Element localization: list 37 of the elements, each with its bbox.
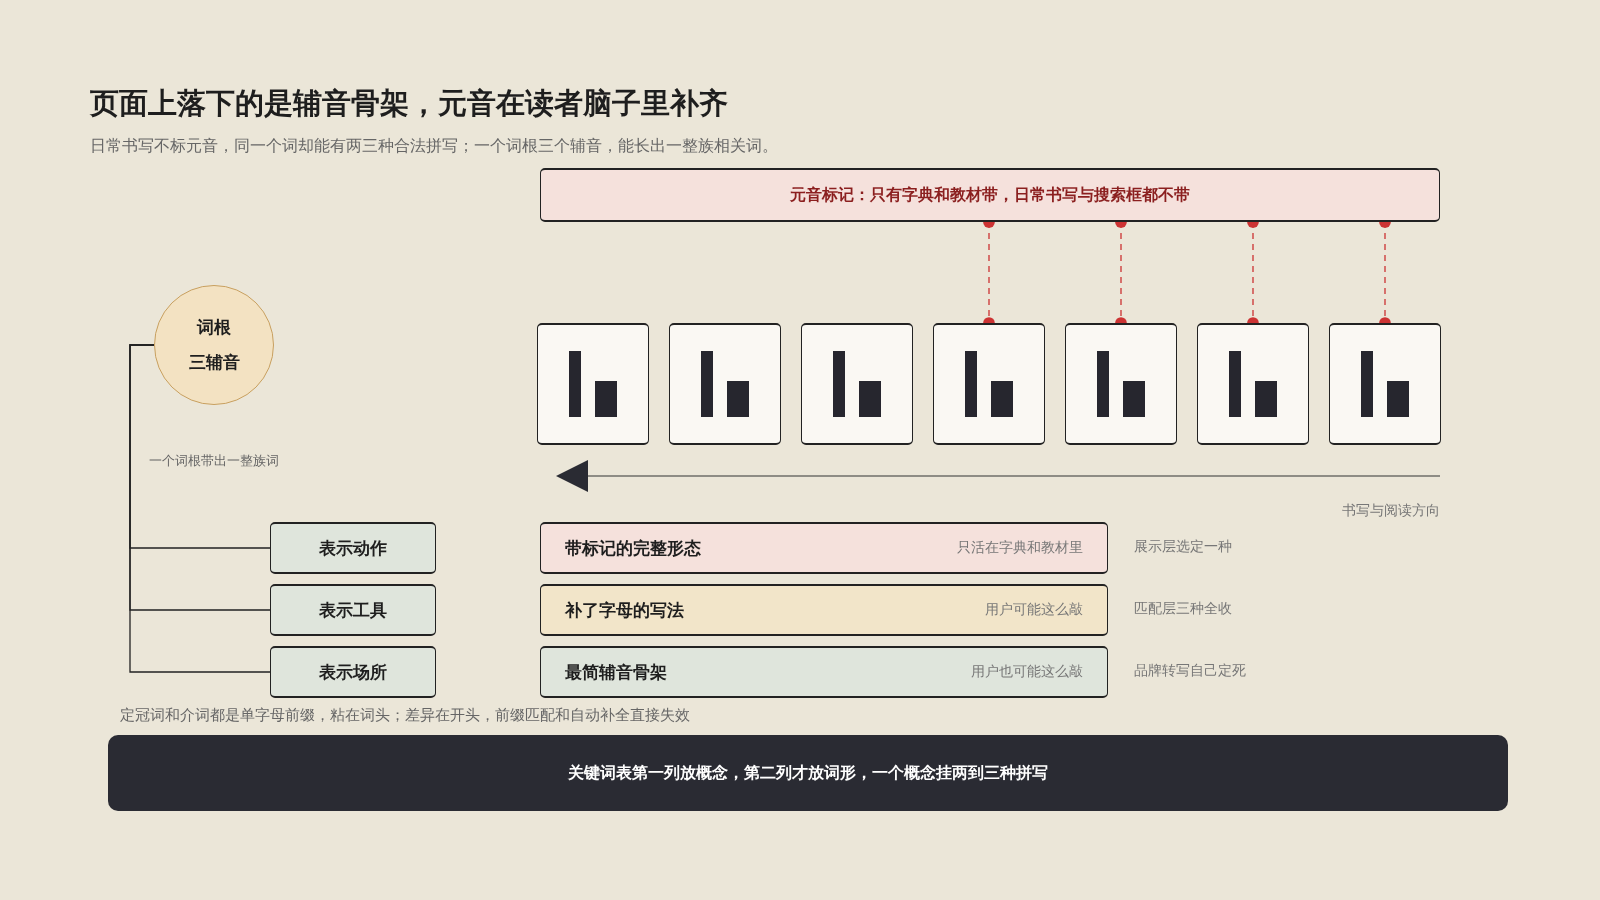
letter-tile <box>933 323 1045 445</box>
spelling-row <box>540 522 1108 574</box>
row-title: 补了字母的写法 <box>565 598 684 622</box>
banner <box>540 168 1440 222</box>
word-box <box>270 584 436 636</box>
word-box <box>270 522 436 574</box>
row-title: 带标记的完整形态 <box>565 536 701 560</box>
letter-tile <box>801 323 913 445</box>
letter-tile <box>669 323 781 445</box>
root-text: 词根 <box>197 316 231 339</box>
letter-tile <box>537 323 649 445</box>
row-title: 最简辅音骨架 <box>565 660 667 684</box>
word-text: 表示工具 <box>319 598 387 622</box>
side-note: 一个词根带出一整族词 <box>148 452 280 470</box>
side-note: 展示层选定一种 <box>1134 538 1232 556</box>
row-note: 只活在字典和教材里 <box>957 539 1083 557</box>
word-text: 表示场所 <box>319 660 387 684</box>
spelling-row <box>540 646 1108 698</box>
word-box <box>270 646 436 698</box>
row-note: 用户也可能这么敲 <box>971 663 1083 681</box>
summary-text: 关键词表第一列放概念，第二列才放词形，一个概念挂两到三种拼写 <box>568 762 1048 784</box>
letter-tile <box>1065 323 1177 445</box>
root-text: 三辅音 <box>188 351 240 374</box>
side-note: 品牌转写自己定死 <box>1134 662 1246 680</box>
note-text: 定冠词和介词都是单字母前缀，粘在词头；差异在开头，前缀匹配和自动补全直接失效 <box>120 706 690 725</box>
row-note: 用户可能这么敲 <box>985 601 1083 619</box>
letter-tile <box>1329 323 1441 445</box>
summary-bar <box>108 735 1508 811</box>
side-note: 匹配层三种全收 <box>1134 600 1232 618</box>
word-text: 表示动作 <box>319 536 387 560</box>
banner-text: 元音标记：只有字典和教材带，日常书写与搜索框都不带 <box>790 184 1190 206</box>
title: 页面上落下的是辅音骨架，元音在读者脑子里补齐 <box>90 85 728 122</box>
spelling-row <box>540 584 1108 636</box>
direction-label: 书写与阅读方向 <box>1342 502 1440 520</box>
subtitle: 日常书写不标元音，同一个词却能有两三种合法拼写；一个词根三个辅音，能长出一整族相关词。 <box>90 136 778 157</box>
tree-line <box>129 344 271 673</box>
letter-tile <box>1197 323 1309 445</box>
